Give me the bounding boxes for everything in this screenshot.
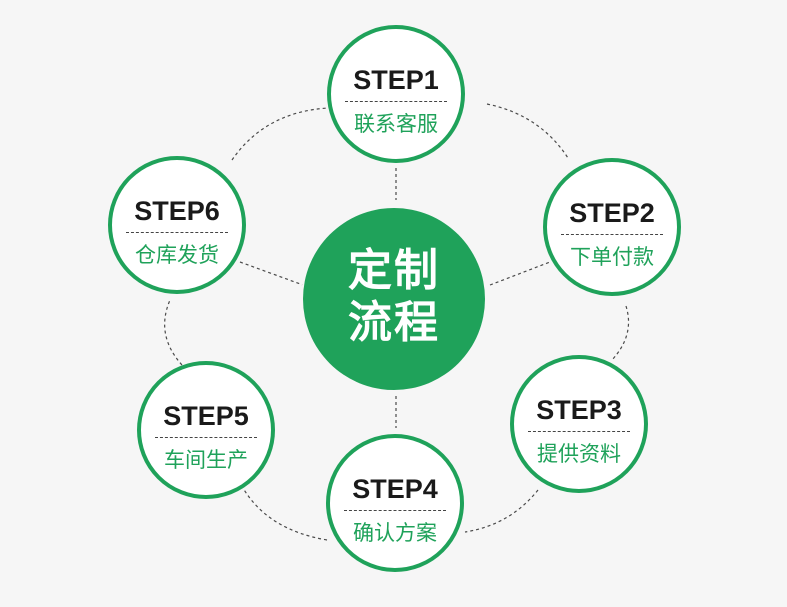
step-2-title: STEP2 (569, 198, 655, 228)
spoke-step2 (489, 261, 551, 286)
step-6-label: 仓库发货 (135, 243, 219, 267)
step-2-label: 下单付款 (570, 245, 654, 269)
ring-arc-5-6 (164, 299, 183, 366)
ring-arc-2-3 (611, 305, 630, 361)
step-6-divider (126, 232, 228, 233)
step-1-title: STEP1 (353, 65, 439, 95)
spoke-step6 (239, 261, 304, 286)
step-4-label: 确认方案 (353, 521, 437, 545)
step-1-label: 联系客服 (354, 112, 438, 136)
step-1-circle: STEP1 联系客服 (327, 25, 465, 163)
step-4-divider (344, 510, 446, 511)
ring-arc-6-1 (231, 107, 329, 161)
step-4-title: STEP4 (352, 474, 438, 504)
step-3-divider (528, 431, 630, 432)
step-5-divider (155, 437, 257, 438)
hub-title-line-2: 流程 (348, 297, 440, 348)
hub-title-line-1: 定制 (348, 245, 440, 296)
step-3-circle: STEP3 提供资料 (510, 355, 648, 493)
step-3-label: 提供资料 (537, 442, 621, 466)
step-6-circle: STEP6 仓库发货 (108, 156, 246, 294)
step-5-title: STEP5 (163, 401, 249, 431)
step-5-circle: STEP5 车间生产 (137, 361, 275, 499)
ring-arc-4-5 (242, 487, 328, 541)
ring-arc-1-2 (486, 103, 569, 159)
step-5-label: 车间生产 (164, 448, 248, 472)
step-2-circle: STEP2 下单付款 (543, 158, 681, 296)
step-3-title: STEP3 (536, 395, 622, 425)
step-6-title: STEP6 (134, 196, 220, 226)
step-1-divider (345, 101, 447, 102)
ring-arc-3-4 (464, 489, 539, 533)
center-hub: 定制 流程 (303, 208, 485, 390)
step-2-divider (561, 234, 663, 235)
step-4-circle: STEP4 确认方案 (326, 434, 464, 572)
